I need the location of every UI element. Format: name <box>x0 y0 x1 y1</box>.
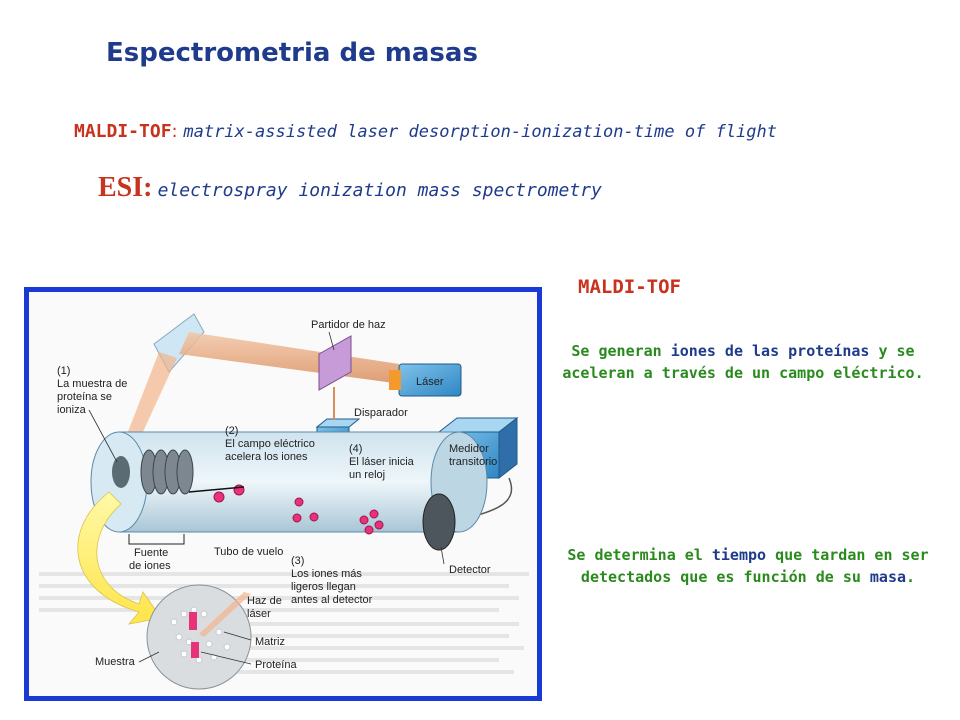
magnified-sample <box>146 584 252 690</box>
esi-description: electrospray ionization mass spectrometr… <box>157 180 602 201</box>
esi-definition: ESI: electrospray ionization mass spectr… <box>98 172 602 204</box>
zoom-arrow <box>77 491 162 625</box>
maldi-tof-heading: MALDI-TOF <box>578 276 681 298</box>
label-step1-line3: proteína se <box>57 391 112 403</box>
label-step2: (2) El campo eléctrico acelera los iones <box>225 425 315 463</box>
sample-plate <box>112 456 130 488</box>
para2-highlight-time: tiempo <box>711 546 767 564</box>
label-timer-line2: transitorio <box>449 456 497 468</box>
label-source-line1: Fuente <box>134 547 168 559</box>
label-matrix: Matriz <box>255 636 285 648</box>
label-tube: Tubo de vuelo <box>214 546 283 558</box>
label-step1-line1: (1) <box>57 365 70 377</box>
label-beam-line2: láser <box>247 608 271 620</box>
diagram-svg: (1) La muestra de proteína se ioniza Par… <box>39 313 529 690</box>
label-timer: Medidor transitorio <box>449 443 497 468</box>
para1-text-a: Se generan <box>571 342 671 360</box>
para2-text-a: Se determina el <box>567 546 712 564</box>
label-beam: Haz de láser <box>247 595 282 620</box>
label-step3-line3: ligeros llegan <box>291 581 356 593</box>
label-step3-line4: antes al detector <box>291 594 373 606</box>
para2-highlight-mass: masa <box>869 568 907 586</box>
ion-source-plates <box>140 449 194 495</box>
label-step3-line1: (3) <box>291 555 304 567</box>
label-sample: Muestra <box>95 656 136 668</box>
label-step1-line4: ioniza <box>57 404 87 416</box>
label-step4-line1: (4) <box>349 443 362 455</box>
ion-path-arrow <box>188 486 245 493</box>
source-bracket <box>128 534 185 545</box>
label-step4-line2: El láser inicia <box>349 456 415 468</box>
label-step2-line2: El campo eléctrico <box>225 438 315 450</box>
ion-generation-paragraph: Se generan iones de las proteínas y se a… <box>548 340 938 384</box>
detection-time-paragraph: Se determina el tiempo que tardan en ser… <box>548 544 948 588</box>
label-detector: Detector <box>449 564 491 576</box>
label-protein: Proteína <box>255 659 297 671</box>
label-step2-line1: (2) <box>225 425 238 437</box>
maldi-tof-diagram: (1) La muestra de proteína se ioniza Par… <box>24 287 542 701</box>
label-step1-line2: La muestra de <box>57 378 127 390</box>
detector-disk <box>422 493 456 551</box>
para1-highlight: iones de las proteínas <box>670 342 870 360</box>
label-beam-line1: Haz de <box>247 595 282 607</box>
label-splitter: Partidor de haz <box>311 319 386 331</box>
label-trigger: Disparador <box>354 407 408 419</box>
laser-device <box>389 363 462 397</box>
label-step4-line3: un reloj <box>349 469 385 481</box>
label-step4: (4) El láser inicia un reloj <box>349 443 415 481</box>
label-timer-line1: Medidor <box>449 443 489 455</box>
leader-lines <box>88 331 445 665</box>
label-source: Fuente de iones <box>129 547 171 572</box>
label-source-line2: de iones <box>129 560 171 572</box>
para2-text-c: que tardan en ser detectados que es func… <box>580 546 929 586</box>
background-text <box>39 572 529 674</box>
laser-beam-horizontal <box>179 332 401 384</box>
esi-abbreviation: ESI: <box>98 172 153 203</box>
label-step3: (3) Los iones más ligeros llegan antes a… <box>291 555 373 606</box>
label-laser: Láser <box>416 376 444 388</box>
label-step1: (1) La muestra de proteína se ioniza <box>57 365 127 416</box>
maldi-definition: MALDI-TOF: matrix-assisted laser desorpt… <box>74 121 777 142</box>
maldi-description: matrix-assisted laser desorption-ionizat… <box>183 122 777 142</box>
maldi-colon: : <box>171 121 178 142</box>
para1-text-c: y se aceleran a través de un campo eléct… <box>562 342 924 382</box>
label-step3-line2: Los iones más <box>291 568 362 580</box>
page-title: Espectrometria de masas <box>106 38 478 68</box>
beam-splitter <box>318 335 352 391</box>
para2-text-e: . <box>906 568 916 586</box>
label-step2-line3: acelera los iones <box>225 451 308 463</box>
maldi-abbreviation: MALDI-TOF <box>74 121 172 142</box>
